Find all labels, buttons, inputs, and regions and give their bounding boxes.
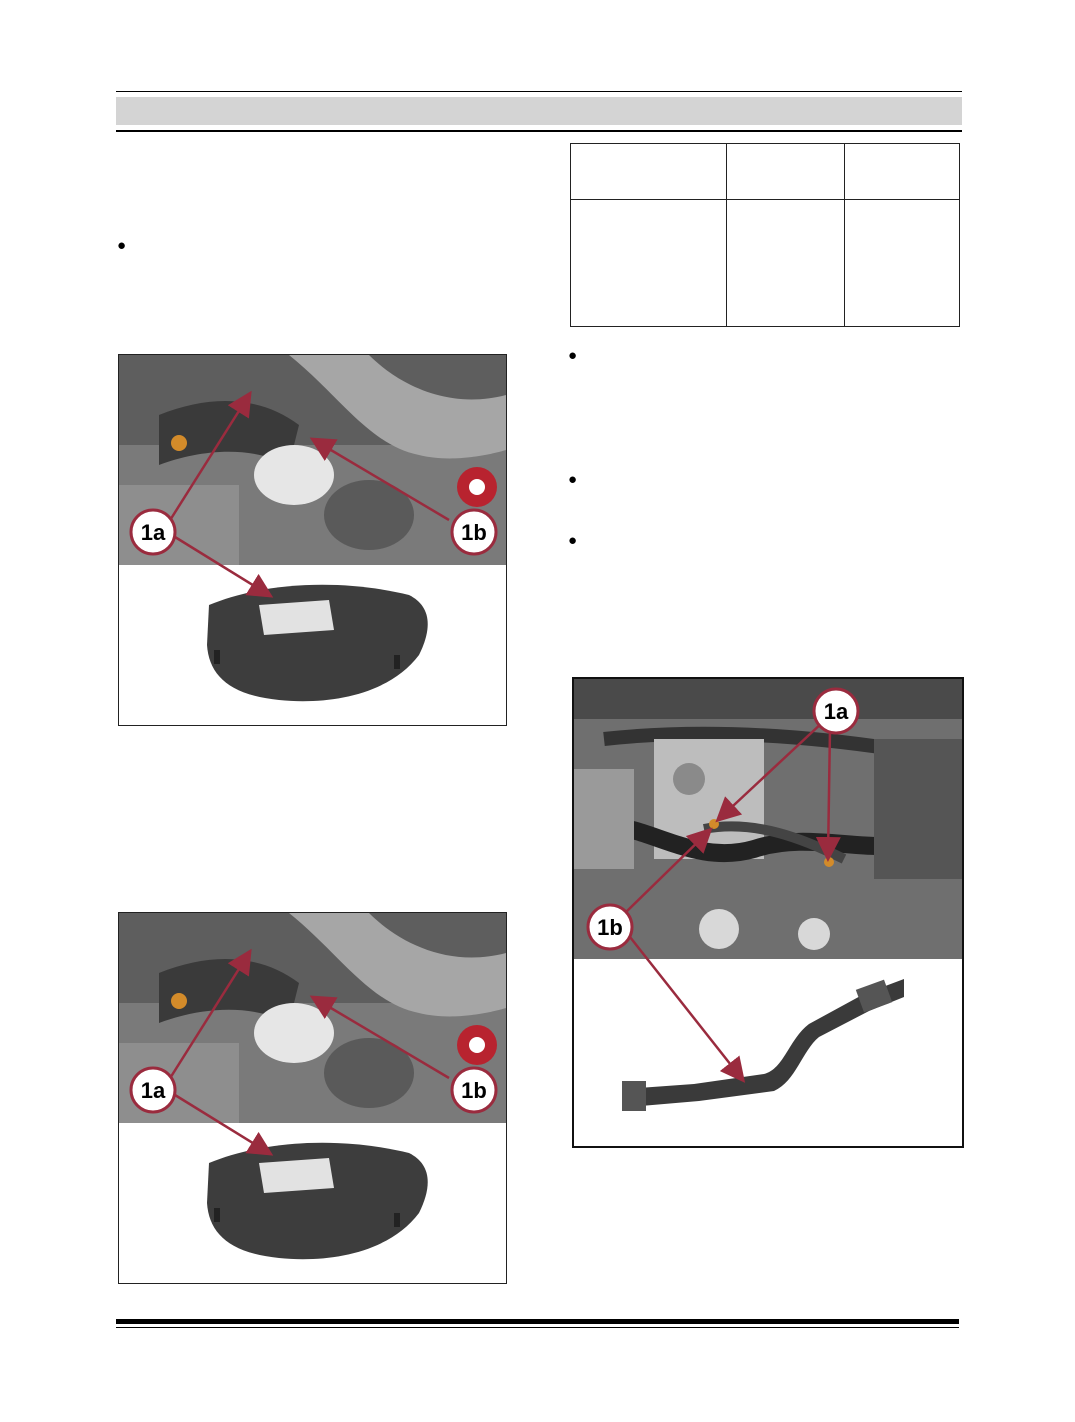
figure-cover-removal-bottom: 1a 1b (118, 912, 507, 1284)
table-cell (570, 143, 727, 200)
spec-table (570, 143, 960, 327)
table-cell (570, 199, 727, 327)
callout-1a: 1a (141, 1078, 166, 1103)
footer-thin-rule (116, 1327, 959, 1328)
bullet-icon: ● (568, 347, 578, 364)
header-band (116, 97, 962, 125)
callout-1a: 1a (824, 699, 849, 724)
figure-cover-removal-top: 1a 1b (118, 354, 507, 726)
bullet-icon: ● (117, 237, 127, 254)
bullet-icon: ● (568, 532, 578, 549)
callout-1b: 1b (461, 520, 487, 545)
header-bottom-rule (116, 130, 962, 132)
table-cell (726, 143, 845, 200)
callout-1b: 1b (461, 1078, 487, 1103)
callout-1a: 1a (141, 520, 166, 545)
table-cell (726, 199, 845, 327)
table-cell (844, 143, 960, 200)
header-top-rule (116, 91, 962, 92)
table-cell (844, 199, 960, 327)
figure-pipe-removal: 1a 1b (572, 677, 964, 1148)
footer-thick-rule (116, 1319, 959, 1324)
bullet-icon: ● (568, 471, 578, 488)
callout-1b: 1b (597, 915, 623, 940)
